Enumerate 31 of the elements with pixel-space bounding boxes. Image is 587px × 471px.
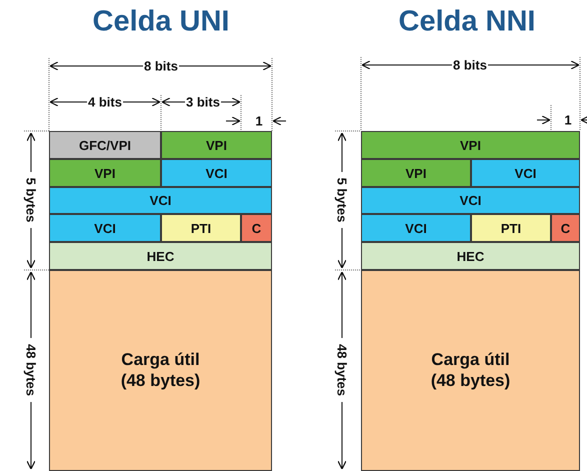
dimension-label: 4 bits [87,96,123,108]
header-field: PTI [471,214,551,242]
header-field: VCI [361,187,580,214]
dimension-label: 8 bits [143,60,179,72]
header-field: VCI [49,187,272,214]
dimension-label: 5 bytes [336,176,348,224]
header-field: VPI [361,159,471,187]
dimension-label: 1 [254,114,264,128]
header-field: HEC [49,242,272,270]
dimension-label: 8 bits [452,58,488,72]
dimension-label: 3 bits [185,96,221,108]
header-field: C [551,214,580,242]
header-field: PTI [161,214,241,242]
header-field: VCI [471,159,580,187]
cell-title: Celda NNI [398,8,536,36]
header-field: C [241,214,272,242]
dimension-label: 48 bytes [24,342,38,398]
cell-title: Celda UNI [92,8,230,36]
payload-field: Carga útil (48 bytes) [49,270,272,471]
payload-field: Carga útil (48 bytes) [361,270,580,471]
dimension-label: 48 bytes [336,342,348,398]
header-field: VCI [161,159,272,187]
header-field: GFC/VPI [49,131,161,159]
header-field: VCI [361,214,471,242]
header-field: VCI [49,214,161,242]
dimension-label: 5 bytes [24,176,38,224]
header-field: HEC [361,242,580,270]
header-field: VPI [361,131,580,159]
header-field: VPI [161,131,272,159]
header-field: VPI [49,159,161,187]
dimension-label: 1 [563,114,573,126]
